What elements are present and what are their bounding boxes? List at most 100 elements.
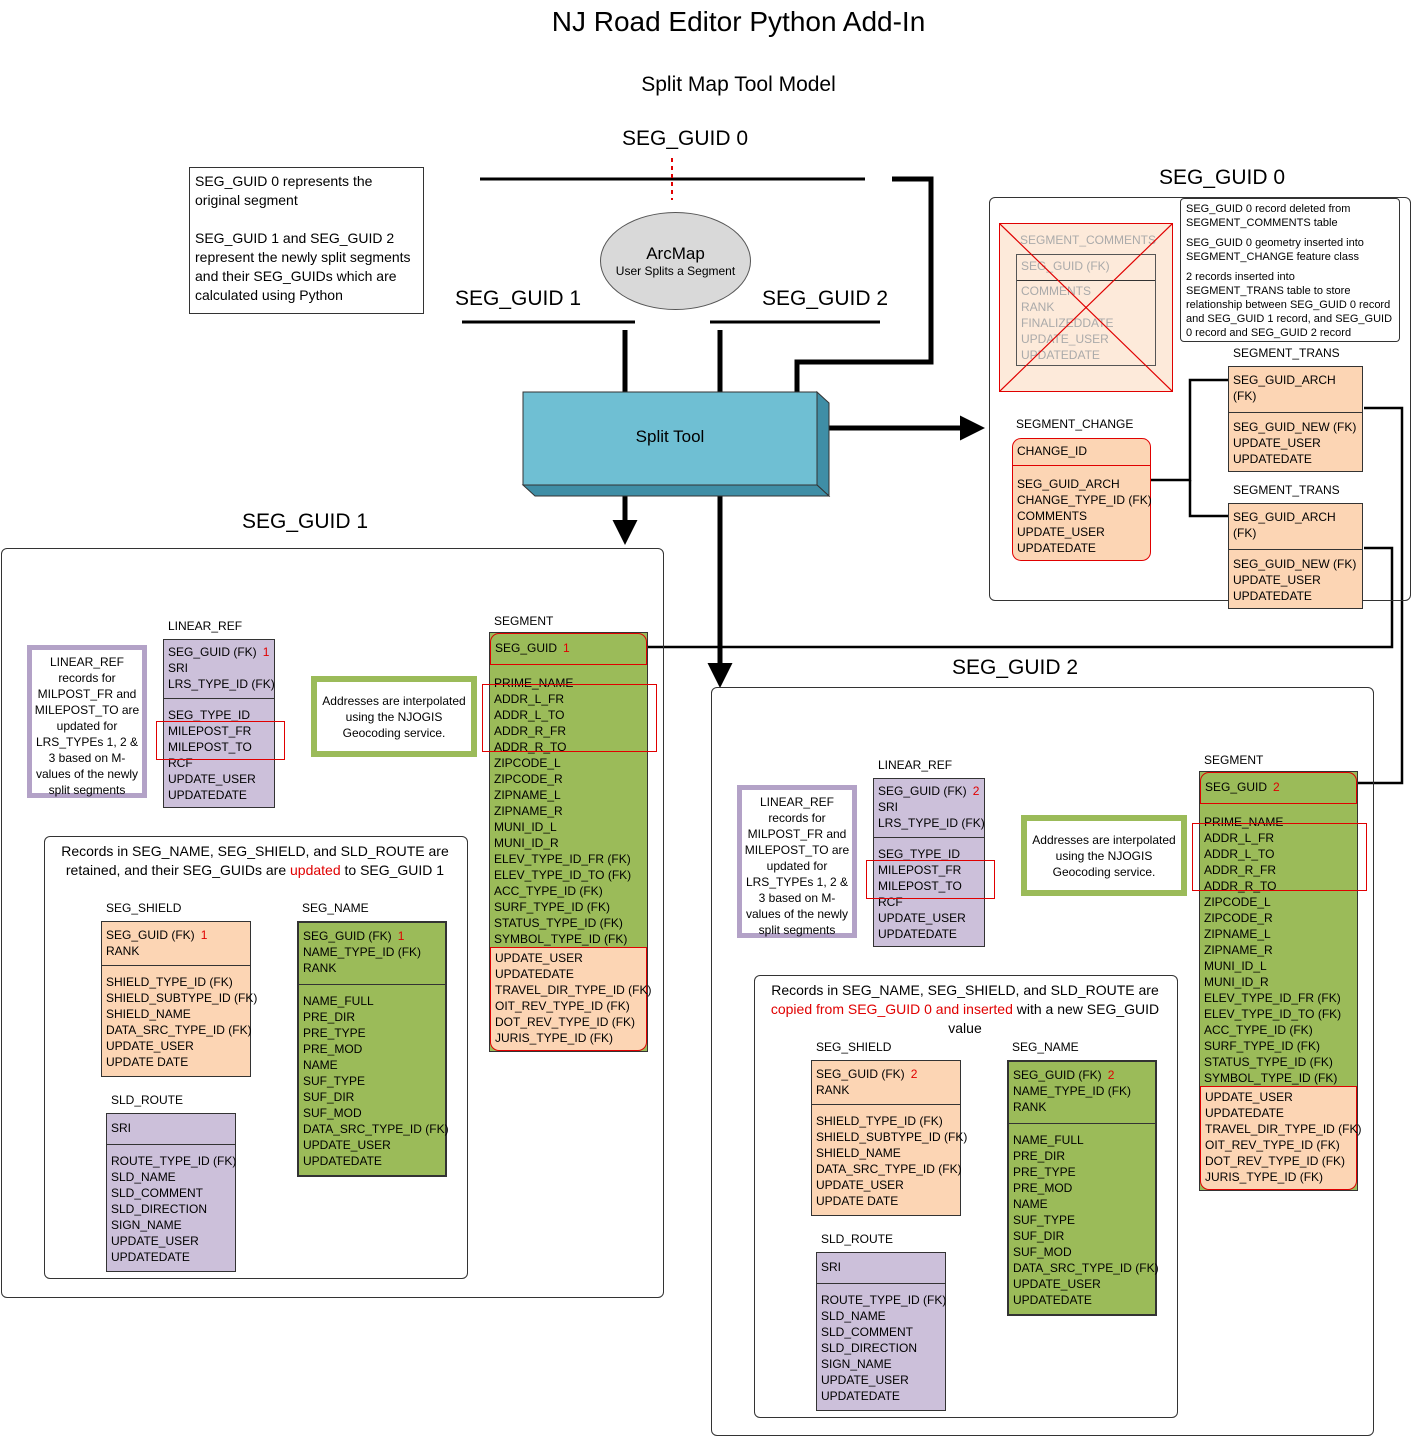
- arcmap-title: ArcMap: [646, 244, 705, 263]
- table-fields-section: NAME_FULL PRE_DIR PRE_TYPE PRE_MOD NAME …: [299, 984, 449, 1175]
- table-field: UPDATEDATE: [1205, 1106, 1284, 1120]
- table-field: MILEPOST_FR: [878, 863, 962, 877]
- legend-note-para2: SEG_GUID 1 and SEG_GUID 2 represent the …: [195, 230, 411, 303]
- table-field: MILEPOST_TO: [878, 879, 962, 893]
- table-field: UPDATE_USER: [106, 1039, 194, 1053]
- segment-trans1-fields: SEG_GUID_NEW (FK) UPDATE_USER UPDATEDATE: [1229, 412, 1362, 471]
- guid2-copied-text: Records in SEG_NAME, SEG_SHIELD, and SLD…: [770, 982, 1160, 1036]
- guid2-seg-name-table: SEG_GUID (FK)2 NAME_TYPE_ID (FK) RANK NA…: [1007, 1060, 1159, 1316]
- milepost-highlight: [156, 721, 285, 760]
- table-key-section: SEG_GUID (FK)2 SRI LRS_TYPE_ID (FK): [874, 779, 985, 837]
- table-field: MUNI_ID_L: [1204, 959, 1267, 973]
- guid2-sld-route-table: SRI ROUTE_TYPE_ID (FK) SLD_NAME SLD_COMM…: [816, 1252, 946, 1411]
- table-field: UPDATEDATE: [821, 1389, 900, 1403]
- table-field: DOT_REV_TYPE_ID (FK): [495, 1015, 636, 1029]
- table-field: ZIPCODE_L: [494, 756, 561, 770]
- table-field: SUF_MOD: [1013, 1245, 1072, 1259]
- segment-trans2-fields: SEG_GUID_NEW (FK) UPDATE_USER UPDATEDATE: [1229, 549, 1362, 608]
- table-field: SYMBOL_TYPE_ID (FK): [494, 932, 628, 946]
- table-fields-section: NAME_FULL PRE_DIR PRE_TYPE PRE_MOD NAME …: [1009, 1123, 1159, 1314]
- table-field: SEG_GUID_NEW (FK): [1233, 557, 1357, 571]
- arcmap-ellipse: ArcMap User Splits a Segment: [600, 212, 751, 310]
- table-field: SUF_MOD: [303, 1106, 362, 1120]
- segment-extra-fields: UPDATE_USER UPDATEDATE TRAVEL_DIR_TYPE_I…: [1200, 1086, 1362, 1190]
- table-field: SIGN_NAME: [111, 1218, 182, 1232]
- guid1-seg-name-table: SEG_GUID (FK)1 NAME_TYPE_ID (FK) RANK NA…: [297, 921, 449, 1177]
- segment-change-label: SEGMENT_CHANGE: [1016, 417, 1134, 431]
- guid0-panel-heading: SEG_GUID 0: [1159, 166, 1286, 189]
- table-field: ADDR_R_TO: [1204, 879, 1277, 893]
- table-field: PRE_TYPE: [1013, 1165, 1076, 1179]
- guid1-linear-ref-note: LINEAR_REF records for MILPOST_FR and MI…: [27, 645, 147, 798]
- table-field: LRS_TYPE_ID (FK): [878, 816, 985, 830]
- segment-trans1-label: SEGMENT_TRANS: [1233, 346, 1340, 360]
- segment-change-fields: SEG_GUID_ARCH CHANGE_TYPE_ID (FK) COMMEN…: [1013, 466, 1152, 560]
- table-fields-section: SEG_TYPE_ID MILEPOST_FR MILEPOST_TO RCF …: [874, 837, 984, 946]
- guid-number: 2: [1273, 780, 1280, 794]
- segment-trans1-key: SEG_GUID_ARCH (FK): [1233, 373, 1336, 403]
- table-field: SLD_DIRECTION: [111, 1202, 208, 1216]
- guid2-panel: [711, 687, 1374, 1436]
- top-guid1-label: SEG_GUID 1: [455, 287, 582, 310]
- guid2-linear-ref-label: LINEAR_REF: [878, 758, 953, 772]
- table-field: NAME_FULL: [1013, 1133, 1084, 1147]
- table-field: STATUS_TYPE_ID (FK): [1204, 1055, 1333, 1069]
- segment-fields: PRIME_NAME ADDR_L_FR ADDR_L_TO ADDR_R_FR…: [490, 665, 647, 947]
- guid1-panel: [1, 548, 664, 1298]
- table-field: SEG_GUID (FK): [816, 1067, 905, 1081]
- guid1-seg-shield-label: SEG_SHIELD: [106, 901, 182, 915]
- table-field: UPDATEDATE: [168, 788, 247, 802]
- table-field: UPDATE_USER: [1013, 1277, 1101, 1291]
- table-field: ROUTE_TYPE_ID (FK): [821, 1293, 947, 1307]
- table-field: SRI: [821, 1260, 842, 1274]
- table-field: RANK: [106, 944, 140, 958]
- guid0-note-1: SEG_GUID 0 record deleted from SEGMENT_C…: [1186, 203, 1351, 229]
- table-field: ADDR_R_TO: [494, 740, 567, 754]
- table-field: UPDATEDATE: [878, 927, 957, 941]
- segment-comments-key: SEG_GUID (FK): [1021, 259, 1110, 273]
- table-field: UPDATE_USER: [816, 1178, 904, 1192]
- table-field: SEG_GUID (FK): [303, 929, 392, 943]
- table-field: SURF_TYPE_ID (FK): [494, 900, 611, 914]
- top-guid2-label: SEG_GUID 2: [762, 287, 889, 310]
- guid2-seg-shield-label: SEG_SHIELD: [816, 1040, 892, 1054]
- guid-number: 1: [397, 929, 405, 943]
- table-field: RANK: [303, 961, 337, 975]
- table-field: RANK: [1013, 1100, 1047, 1114]
- table-field: SEG_GUID (FK): [878, 784, 967, 798]
- table-field: UPDATE_USER: [1017, 525, 1105, 539]
- segment-comments-label: SEGMENT_COMMENTS: [1020, 233, 1157, 247]
- table-field: UPDATE_USER: [821, 1373, 909, 1387]
- guid2-panel-heading: SEG_GUID 2: [952, 656, 1079, 679]
- segment-comments-deleted: SEGMENT_COMMENTS SEG_GUID (FK) COMMENTS …: [999, 223, 1173, 392]
- table-field: ELEV_TYPE_ID_TO (FK): [494, 868, 632, 882]
- guid0-note-3: 2 records inserted into SEGMENT_TRANS ta…: [1186, 271, 1393, 339]
- table-field: SEG_GUID (FK): [106, 928, 195, 942]
- table-fields-section: ROUTE_TYPE_ID (FK) SLD_NAME SLD_COMMENT …: [107, 1144, 236, 1271]
- table-field: TRAVEL_DIR_TYPE_ID (FK): [1205, 1122, 1362, 1136]
- table-field: ELEV_TYPE_ID_TO (FK): [1204, 1007, 1342, 1021]
- table-field: PRE_TYPE: [303, 1026, 366, 1040]
- table-field: UPDATE_USER: [878, 911, 966, 925]
- table-field: LRS_TYPE_ID (FK): [168, 677, 275, 691]
- top-guid0-label: SEG_GUID 0: [622, 127, 749, 150]
- guid1-panel-heading: SEG_GUID 1: [242, 510, 369, 533]
- seg0-to-tool: [794, 176, 934, 392]
- table-field: UPDATE_USER: [495, 951, 583, 965]
- guid2-linear-ref-note: LINEAR_REF records for MILPOST_FR and MI…: [737, 785, 857, 938]
- guid2-address-note: Addresses are interpolated using the NJO…: [1021, 815, 1187, 896]
- table-key-section: SEG_GUID (FK)1 RANK: [102, 922, 250, 965]
- table-field: CHANGE_TYPE_ID (FK): [1017, 493, 1152, 507]
- table-field: TRAVEL_DIR_TYPE_ID (FK): [495, 983, 652, 997]
- segment-trans2-key: SEG_GUID_ARCH (FK): [1233, 510, 1336, 540]
- table-field: ZIPNAME_R: [1204, 943, 1273, 957]
- table-field: SLD_NAME: [111, 1170, 176, 1184]
- table-field: MILEPOST_FR: [168, 724, 252, 738]
- table-field: UPDATEDATE: [495, 967, 574, 981]
- guid1-sld-route-table: SRI ROUTE_TYPE_ID (FK) SLD_NAME SLD_COMM…: [106, 1113, 236, 1272]
- table-field: SURF_TYPE_ID (FK): [1204, 1039, 1321, 1053]
- change-to-trans1: [1143, 378, 1228, 482]
- table-field: ADDR_R_FR: [494, 724, 567, 738]
